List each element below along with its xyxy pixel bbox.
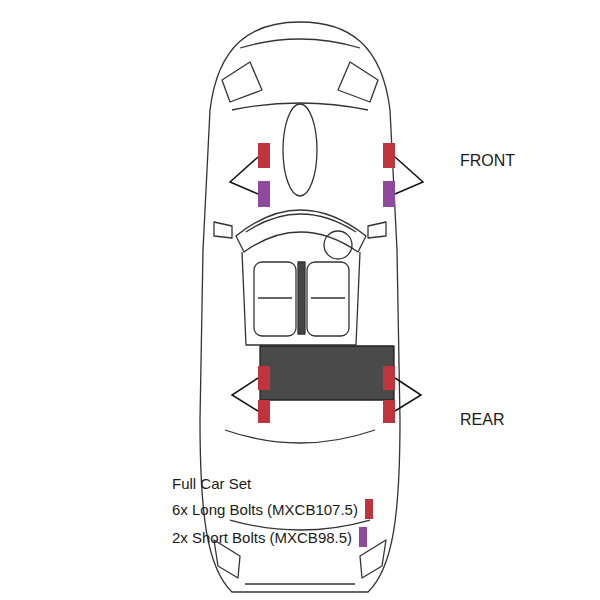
headlight (222, 62, 262, 102)
rear-deck (260, 346, 394, 400)
bracket-line (232, 378, 258, 411)
bracket-line (230, 157, 258, 194)
mirror (368, 222, 386, 238)
bracket-line (395, 157, 423, 194)
seat (254, 262, 296, 336)
long-bolt-marker (383, 400, 395, 423)
legend-heading: Full Car Set (172, 475, 251, 492)
position-label: REAR (460, 411, 504, 429)
tail-light (214, 540, 240, 578)
short-bolt-marker (383, 181, 395, 207)
seat (307, 262, 349, 336)
long-bolt-marker (258, 366, 270, 390)
windshield-glass (246, 214, 356, 232)
legend-text: 2x Short Bolts (MXCB98.5) (172, 529, 352, 546)
position-label-text: REAR (460, 411, 504, 428)
legend-row: 2x Short Bolts (MXCB98.5) (172, 527, 367, 547)
legend-swatch (359, 527, 367, 547)
center-console (298, 262, 305, 334)
long-bolt-marker (258, 400, 270, 423)
bracket-line (395, 378, 421, 411)
steering-wheel (324, 231, 352, 259)
hood-bulge (283, 104, 317, 196)
cockpit (242, 252, 360, 345)
trunk-line (225, 430, 375, 443)
long-bolt-marker (383, 143, 395, 168)
legend-swatch (365, 499, 373, 519)
windshield (236, 210, 366, 252)
long-bolt-marker (258, 143, 270, 168)
short-bolt-marker (258, 181, 270, 207)
position-label-text: FRONT (460, 152, 515, 169)
mirror (214, 222, 232, 238)
headlight (338, 62, 378, 102)
nose-line (240, 39, 360, 48)
legend-text: 6x Long Bolts (MXCB107.5) (172, 501, 358, 518)
long-bolt-marker (383, 366, 395, 390)
rear-bumper (245, 583, 355, 584)
legend-row: 6x Long Bolts (MXCB107.5) (172, 499, 373, 519)
legend-heading-text: Full Car Set (172, 475, 251, 492)
position-label: FRONT (460, 152, 515, 170)
